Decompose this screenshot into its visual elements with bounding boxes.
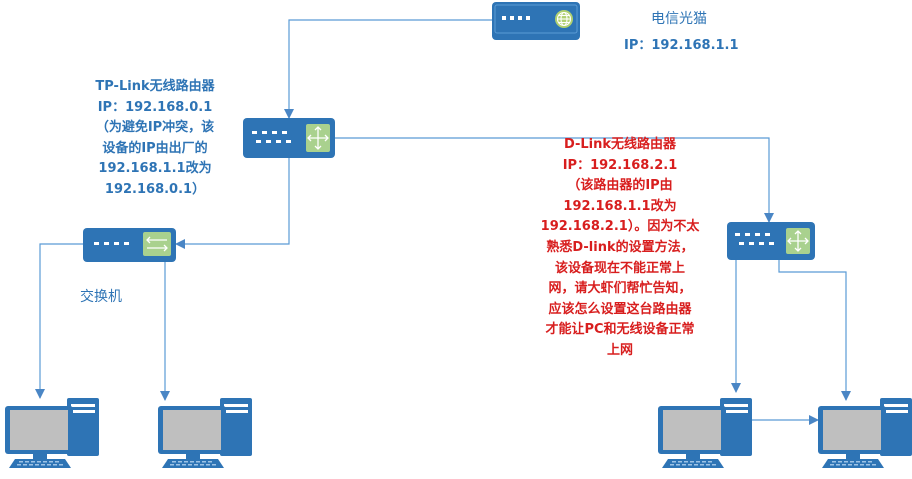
tplink-ip: IP：192.168.0.1 [97, 99, 213, 115]
link-switch-to-pc1 [35, 243, 83, 399]
tplink-name: TP-Link无线路由器 [95, 79, 215, 94]
dlink-note-3: 192.168.2.1）。因为不太 [540, 219, 700, 235]
dlink-note-9: 上网 [606, 342, 633, 358]
dlink-note-5: 该设备现在不能正常上 [554, 260, 685, 276]
dlink-note-6: 网，请大虾们帮忙告知， [548, 281, 692, 297]
dlink-note-7: 应该怎么设置这台路由器 [548, 301, 692, 317]
dlink-note-8: 才能让PC和无线设备正常 [545, 322, 695, 338]
pc-2-icon [158, 398, 252, 468]
tplink-router-icon [243, 118, 335, 158]
pc-3-icon [658, 398, 752, 468]
link-tplink-to-dlink [335, 137, 774, 223]
link-dlink-to-pc4 [778, 260, 851, 401]
tplink-note-4: 192.168.0.1） [104, 181, 206, 197]
dlink-note-4: 熟悉D-link的设置方法， [546, 239, 694, 255]
modem-icon [492, 2, 580, 40]
tplink-note-2: 设备的IP由出厂的 [102, 140, 208, 156]
dlink-router-icon [727, 222, 815, 260]
tplink-label: TP-Link无线路由器 IP：192.168.0.1 （为避免IP冲突，该 设… [80, 77, 230, 200]
switch-label: 交换机 [80, 289, 122, 305]
dlink-note-2: 192.168.1.1改为 [563, 198, 677, 214]
modem-label: 电信光猫 IP：192.168.1.1 [624, 8, 739, 53]
modem-name: 电信光猫 [651, 11, 707, 27]
pc-4-icon [818, 398, 912, 468]
link-modem-to-tplink [284, 19, 492, 119]
modem-ip: IP：192.168.1.1 [624, 38, 739, 53]
pc-1-icon [5, 398, 99, 468]
connection-lines [35, 19, 851, 425]
dlink-ip: IP：192.168.2.1 [562, 157, 678, 173]
switch-icon [83, 228, 176, 262]
link-tplink-to-switch [175, 158, 290, 249]
tplink-note-1: （为避免IP冲突，该 [95, 120, 215, 135]
dlink-note-1: （该路由器的IP由 [567, 178, 673, 194]
tplink-note-3: 192.168.1.1改为 [98, 161, 212, 176]
dlink-name: D-Link无线路由器 [563, 137, 677, 152]
dlink-label: D-Link无线路由器 IP：192.168.2.1 （该路由器的IP由 192… [520, 135, 720, 362]
